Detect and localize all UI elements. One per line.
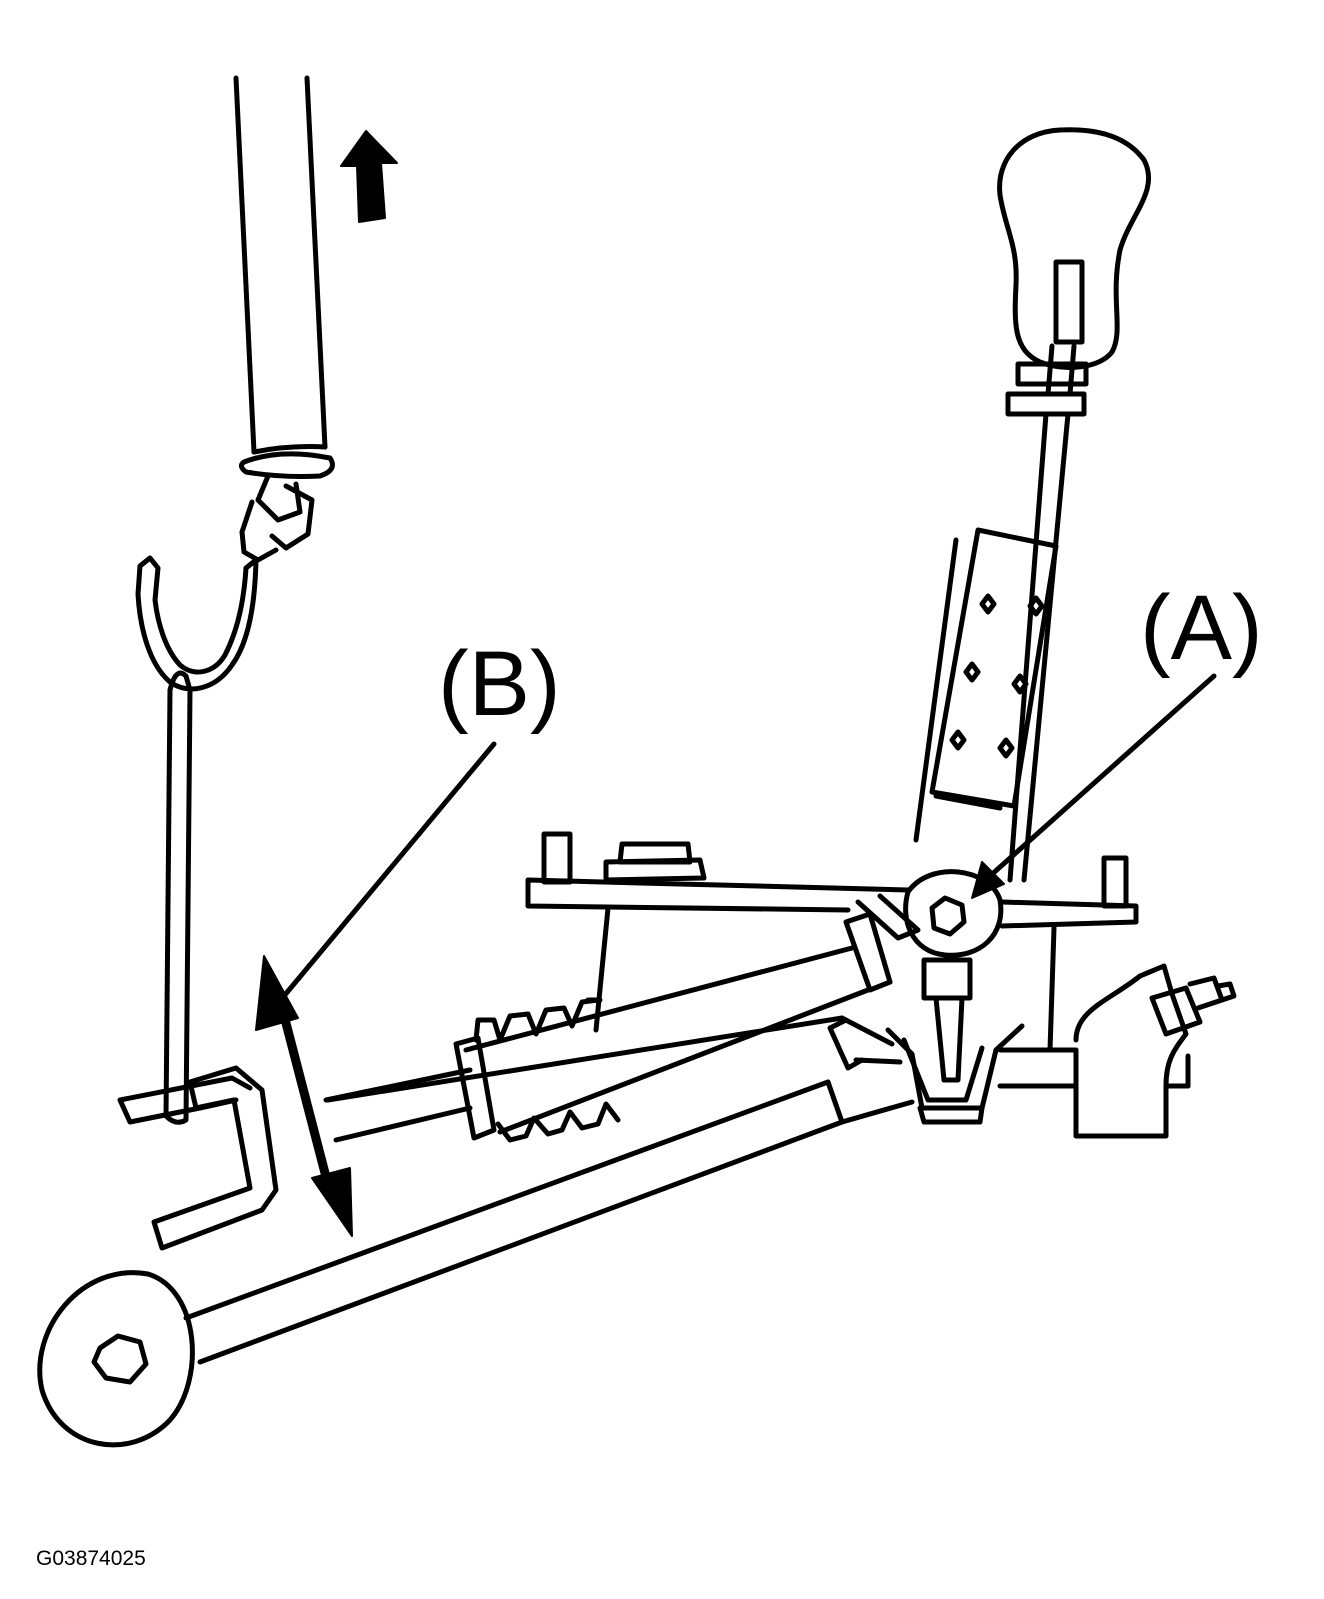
- shift-lever: [916, 130, 1149, 880]
- callout-b-leader: [284, 744, 494, 996]
- callout-b-label: (B): [438, 633, 561, 735]
- callout-a-leader: [972, 676, 1214, 898]
- callout-a-label: (A): [1140, 577, 1263, 679]
- pivot-joint: [906, 872, 1001, 998]
- up-arrow-icon: [341, 131, 397, 222]
- cable: [328, 1018, 900, 1100]
- figure-id: G03874025: [36, 1547, 146, 1570]
- housing: [1000, 966, 1234, 1136]
- link-rod: [326, 896, 918, 1140]
- lever-socket: [888, 998, 1022, 1122]
- lower-rod: [40, 1082, 912, 1445]
- spring-scale: [138, 78, 332, 689]
- base-plate: [528, 834, 1136, 1050]
- wire-rod: [166, 673, 190, 1122]
- double-headed-arrow-icon: [256, 956, 352, 1236]
- bracket: [120, 1068, 276, 1248]
